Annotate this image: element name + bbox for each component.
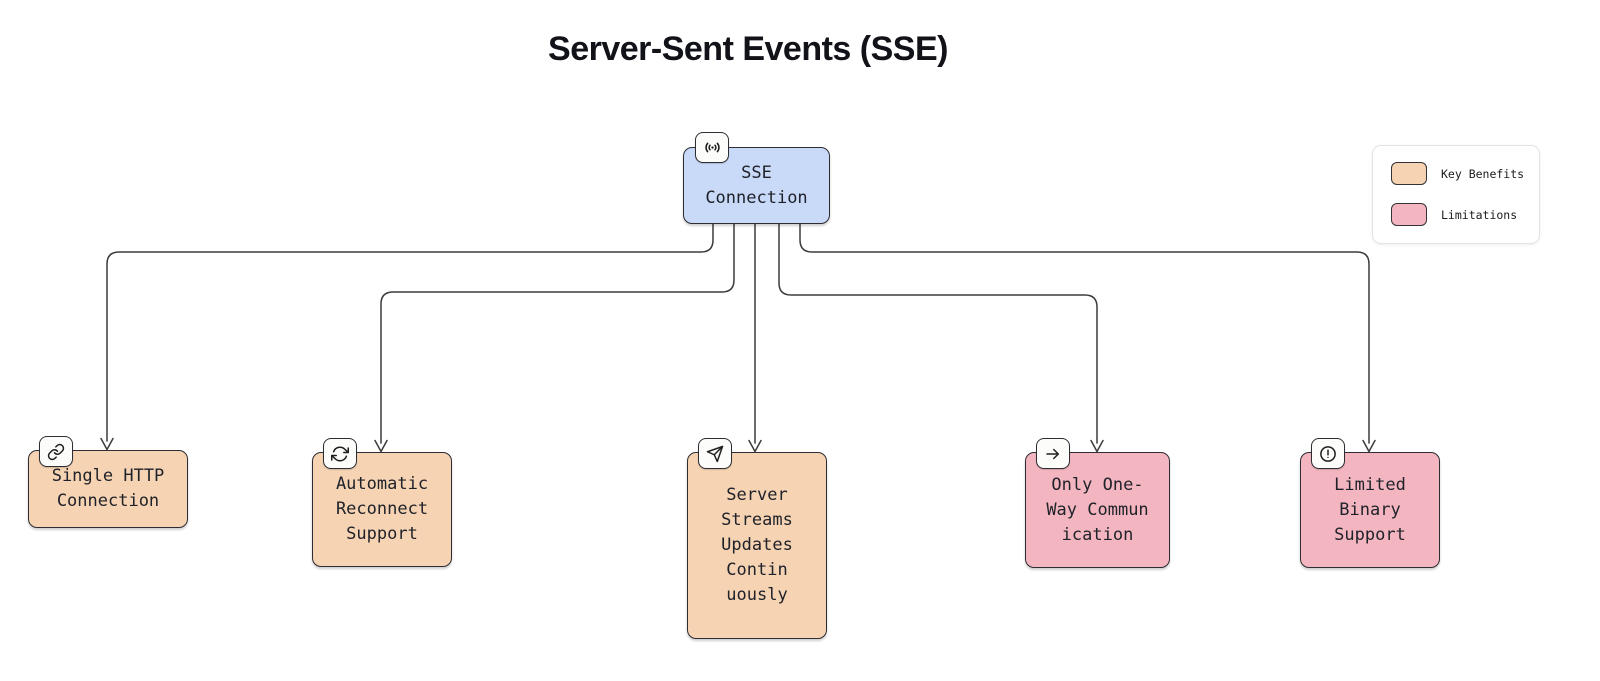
connector-automatic-reconnect	[380, 221, 735, 444]
node-one-way-communication-label: Only One- Way Commun ication	[1046, 474, 1149, 545]
legend-label-limitations: Limitations	[1441, 207, 1518, 222]
link-icon	[39, 436, 73, 467]
arrowhead-automatic-reconnect	[374, 439, 388, 453]
connector-one-way	[778, 221, 1098, 444]
arrow-right-icon	[1036, 438, 1070, 469]
connector-limited-binary	[799, 221, 1370, 444]
node-automatic-reconnect-support: Automatic Reconnect Support	[312, 452, 452, 567]
diagram-title: Server-Sent Events (SSE)	[548, 30, 948, 68]
connector-single-http	[106, 221, 714, 442]
node-automatic-reconnect-support-label: Automatic Reconnect Support	[335, 474, 429, 544]
legend-swatch-limitations	[1391, 203, 1427, 226]
node-sse-connection-label: SSE Connection	[705, 162, 808, 208]
node-server-streams-updates-label: Server Streams Updates Contin uously	[721, 485, 793, 605]
node-one-way-communication: Only One- Way Commun ication	[1025, 452, 1170, 568]
legend-item-limitations: Limitations	[1391, 203, 1517, 226]
legend-label-key-benefits: Key Benefits	[1441, 166, 1525, 181]
alert-circle-icon	[1311, 438, 1345, 469]
node-server-streams-updates: Server Streams Updates Contin uously	[687, 452, 827, 639]
node-limited-binary-support: Limited Binary Support	[1300, 452, 1440, 568]
node-limited-binary-support-label: Limited Binary Support	[1334, 474, 1406, 545]
legend-swatch-key-benefits	[1391, 162, 1427, 185]
legend-item-key-benefits: Key Benefits	[1391, 162, 1524, 185]
legend: Key Benefits Limitations	[1372, 145, 1540, 244]
send-icon	[698, 438, 732, 469]
refresh-icon	[323, 438, 357, 469]
broadcast-icon	[695, 132, 729, 163]
arrowhead-limited-binary	[1362, 439, 1376, 453]
node-single-http-connection-label: Single HTTP Connection	[51, 466, 165, 511]
arrowhead-single-http	[100, 437, 114, 451]
arrowhead-server-streams	[748, 439, 762, 453]
node-single-http-connection: Single HTTP Connection	[28, 450, 188, 528]
arrowhead-one-way	[1090, 439, 1104, 453]
